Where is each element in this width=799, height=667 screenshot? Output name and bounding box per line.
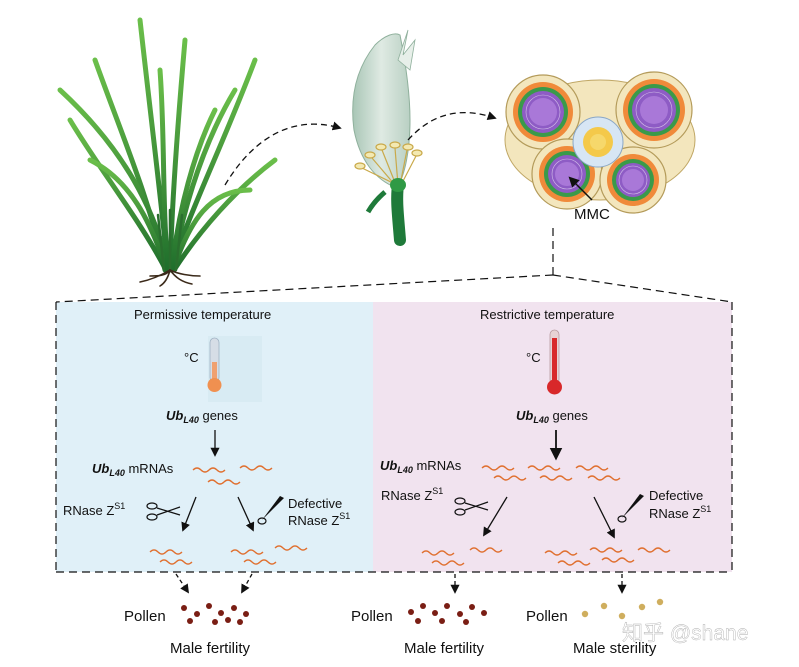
male-fertility-label-1: Male fertility (170, 640, 251, 657)
blunt-scissors-icon (617, 494, 644, 523)
rnase-z-label-left: RNase ZS1 (63, 501, 125, 518)
scissors-icon (146, 502, 181, 521)
mrna-cluster-left (192, 465, 273, 485)
mrna-cluster-right (481, 465, 621, 481)
thermometer-icon (207, 336, 262, 402)
celsius-label-right: °C (526, 350, 541, 365)
ub-mrnas-label-right: UbL40 mRNAs (380, 458, 462, 475)
defective-label-right: Defective (649, 488, 703, 503)
arrow-cleavage-left (181, 496, 197, 532)
pollen-grains-sterile (581, 598, 664, 620)
arrow-defective-left (237, 496, 255, 532)
mrna-products-right (421, 547, 671, 566)
celsius-label-left: °C (184, 350, 199, 365)
ub-genes-label-right: UbL40 genes (516, 408, 588, 425)
ub-mrnas-label-left: UbL40 mRNAs (92, 461, 174, 478)
restrictive-temperature-title: Restrictive temperature (480, 307, 614, 322)
mmc-label: MMC (574, 206, 610, 223)
pollen-grains-fertile-1 (181, 603, 249, 625)
defective-rnase-label-right: RNase ZS1 (649, 504, 711, 521)
ub-genes-label-left: UbL40 genes (166, 408, 238, 425)
permissive-temperature-title: Permissive temperature (134, 307, 271, 322)
arrow-cleavage-right (483, 496, 508, 537)
anther-cross-section (504, 71, 696, 214)
mrna-products-left (149, 545, 308, 565)
blunt-scissors-icon (257, 496, 284, 525)
watermark-text: 知乎 @shane (622, 622, 748, 645)
rice-plant-illustration (57, 17, 278, 287)
dashed-callout-outline (55, 228, 733, 573)
thermometer-icon (547, 329, 562, 395)
rnase-z-label-right: RNase ZS1 (381, 486, 443, 503)
rice-floret-illustration (352, 29, 423, 246)
pollen-grains-fertile-2 (408, 603, 487, 625)
male-fertility-label-2: Male fertility (404, 640, 485, 657)
pollen-dashed-arrows (175, 573, 627, 594)
pollen-label-3: Pollen (526, 608, 568, 625)
male-sterility-label: Male sterility (573, 640, 657, 657)
defective-label-left: Defective (288, 496, 342, 511)
dashed-arrow-plant-to-floret (224, 121, 342, 186)
scissors-icon (454, 497, 489, 516)
mmc-pointer-line (568, 176, 593, 201)
pollen-label-1: Pollen (124, 608, 166, 625)
dashed-arrow-floret-to-anther (407, 111, 497, 141)
defective-rnase-label-left: RNase ZS1 (288, 511, 350, 528)
arrow-defective-right (593, 496, 615, 539)
pollen-label-2: Pollen (351, 608, 393, 625)
